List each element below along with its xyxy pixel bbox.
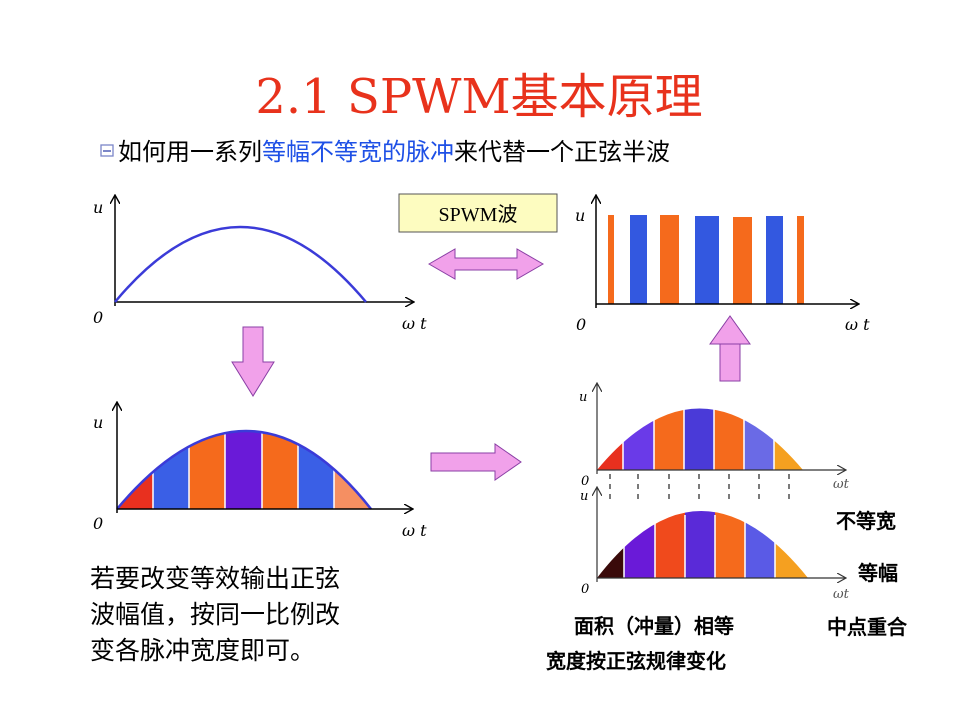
slide-title: 2.1 SPWM基本原理 <box>255 69 702 125</box>
subtitle: 如何用一系列等幅不等宽的脉冲来代替一个正弦半波 <box>118 138 670 166</box>
omega-t-label: ω t <box>845 315 870 334</box>
sine-half-wave <box>114 225 367 303</box>
body-text-line: 波幅值，按同一比例改 <box>90 600 340 629</box>
body-text-line: 若要改变等效输出正弦 <box>90 564 340 593</box>
pulse <box>608 215 614 304</box>
down-arrow <box>231 326 275 397</box>
sine-outline <box>116 429 372 510</box>
pulse <box>630 215 647 304</box>
spwm-label: SPWM波 <box>439 203 518 226</box>
omega-t-label: ωt <box>833 587 850 602</box>
zero-label: 0 <box>576 315 586 334</box>
pulse <box>660 215 679 304</box>
pulse <box>695 216 719 304</box>
spwm-pulse-chart: u 0 ω t <box>575 196 870 334</box>
subtitle-highlight: 等幅不等宽的脉冲 <box>262 138 454 166</box>
up-arrow <box>709 315 751 382</box>
pulse <box>733 217 752 304</box>
omega-t-label: ωt <box>833 477 850 492</box>
right-arrow <box>430 443 522 481</box>
spwm-label-box: SPWM波 <box>398 193 558 233</box>
pulse <box>766 216 783 304</box>
label-unequal-width: 不等宽 <box>836 509 896 533</box>
u-label: u <box>575 206 585 225</box>
u-label: u <box>93 198 103 217</box>
zero-label: 0 <box>581 474 589 489</box>
label-equal-amplitude: 等幅 <box>858 561 898 585</box>
double-arrow <box>427 248 545 280</box>
omega-t-label: ω t <box>402 521 427 540</box>
bullet-icon <box>100 144 114 157</box>
caption-width-rule: 宽度按正弦规律变化 <box>546 649 726 673</box>
caption-equal-area: 面积（冲量）相等 <box>574 614 734 638</box>
u-label: u <box>580 489 588 504</box>
segmented-sine-chart: u 0 ω t <box>93 400 427 540</box>
zero-label: 0 <box>93 308 103 327</box>
sine-wave-chart: u 0 ω t <box>93 196 427 333</box>
u-label: u <box>579 390 587 405</box>
equal-area-comparison: u 0 ωt <box>546 380 908 673</box>
u-label: u <box>93 413 103 432</box>
body-text-line: 变各脉冲宽度即可。 <box>90 636 315 665</box>
label-midpoint-coincide: 中点重合 <box>827 615 908 639</box>
pulse <box>797 216 804 304</box>
omega-t-label: ω t <box>402 314 427 333</box>
zero-label: 0 <box>93 514 103 533</box>
zero-label: 0 <box>581 582 589 597</box>
